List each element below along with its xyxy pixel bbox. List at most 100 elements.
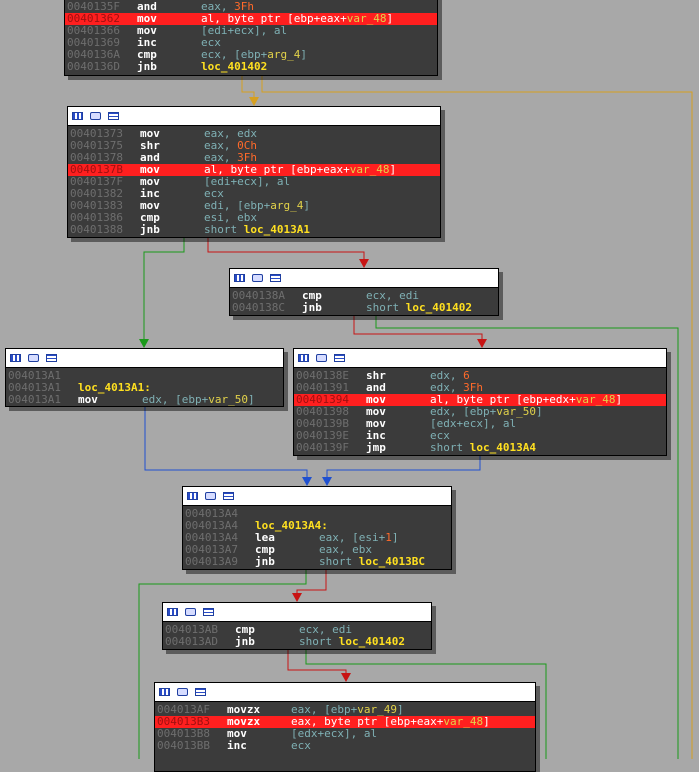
text-view-icon[interactable]	[108, 112, 119, 120]
text-view-icon[interactable]	[46, 354, 57, 362]
node-color-icon[interactable]	[185, 608, 196, 616]
edge-4013A1-to-4013A4	[144, 407, 308, 484]
stack-variable[interactable]: var_50	[208, 393, 248, 406]
code-label[interactable]: loc_4013A4:	[255, 519, 328, 532]
text-view-icon[interactable]	[334, 354, 345, 362]
jump-target[interactable]: loc_401402	[201, 60, 268, 73]
stack-variable[interactable]: var_48	[346, 12, 387, 25]
graph-overview-icon[interactable]	[159, 688, 170, 696]
graph-overview-icon[interactable]	[72, 112, 83, 120]
jump-target[interactable]: loc_401402	[338, 635, 405, 648]
address: 00401373	[70, 127, 123, 140]
node-color-icon[interactable]	[28, 354, 39, 362]
operand: ecx, [ebp+	[201, 48, 268, 61]
operand: ]	[396, 703, 404, 716]
stack-variable[interactable]: var_48	[443, 715, 484, 728]
mnemonic: cmp	[137, 48, 157, 61]
jump-target[interactable]: loc_4013BC	[358, 555, 425, 568]
operand: ]	[483, 715, 490, 728]
jump-target[interactable]: loc_4013A1	[243, 223, 310, 236]
instruction-line[interactable]: 004013A1	[6, 370, 283, 382]
mnemonic: mov	[366, 417, 386, 430]
node-color-icon[interactable]	[252, 274, 263, 282]
instruction-line[interactable]: 004013A4	[183, 508, 451, 520]
node-color-icon[interactable]	[205, 492, 216, 500]
address: 004013A4	[185, 507, 238, 520]
node-color-icon[interactable]	[177, 688, 188, 696]
graph-overview-icon[interactable]	[187, 492, 198, 500]
text-view-icon[interactable]	[270, 274, 281, 282]
node-color-icon[interactable]	[316, 354, 327, 362]
mnemonic: cmp	[140, 211, 160, 224]
stack-variable[interactable]: arg_4	[270, 199, 304, 212]
text-view-icon[interactable]	[223, 492, 234, 500]
stack-variable[interactable]: var_49	[357, 703, 397, 716]
stack-variable[interactable]: var_48	[349, 163, 390, 176]
jump-target[interactable]: loc_401402	[405, 301, 472, 314]
graph-overview-icon[interactable]	[234, 274, 245, 282]
stack-variable[interactable]: var_50	[496, 405, 536, 418]
address: 0040138E	[296, 369, 349, 382]
mnemonic: cmp	[302, 289, 322, 302]
jump-target[interactable]: loc_4013A4	[469, 441, 536, 454]
graph-overview-icon[interactable]	[10, 354, 21, 362]
code-label[interactable]: loc_4013A1:	[78, 381, 151, 394]
text-view-icon[interactable]	[195, 688, 206, 696]
stack-variable[interactable]: var_48	[575, 393, 616, 406]
mnemonic: mov	[366, 405, 386, 418]
text-view-icon[interactable]	[203, 608, 214, 616]
graph-overview-icon[interactable]	[298, 354, 309, 362]
mnemonic: jnb	[137, 60, 157, 73]
immediate-value: 1	[385, 531, 392, 544]
graph-overview-icon[interactable]	[167, 608, 178, 616]
stack-variable[interactable]: arg_4	[267, 48, 301, 61]
node-color-icon[interactable]	[90, 112, 101, 120]
